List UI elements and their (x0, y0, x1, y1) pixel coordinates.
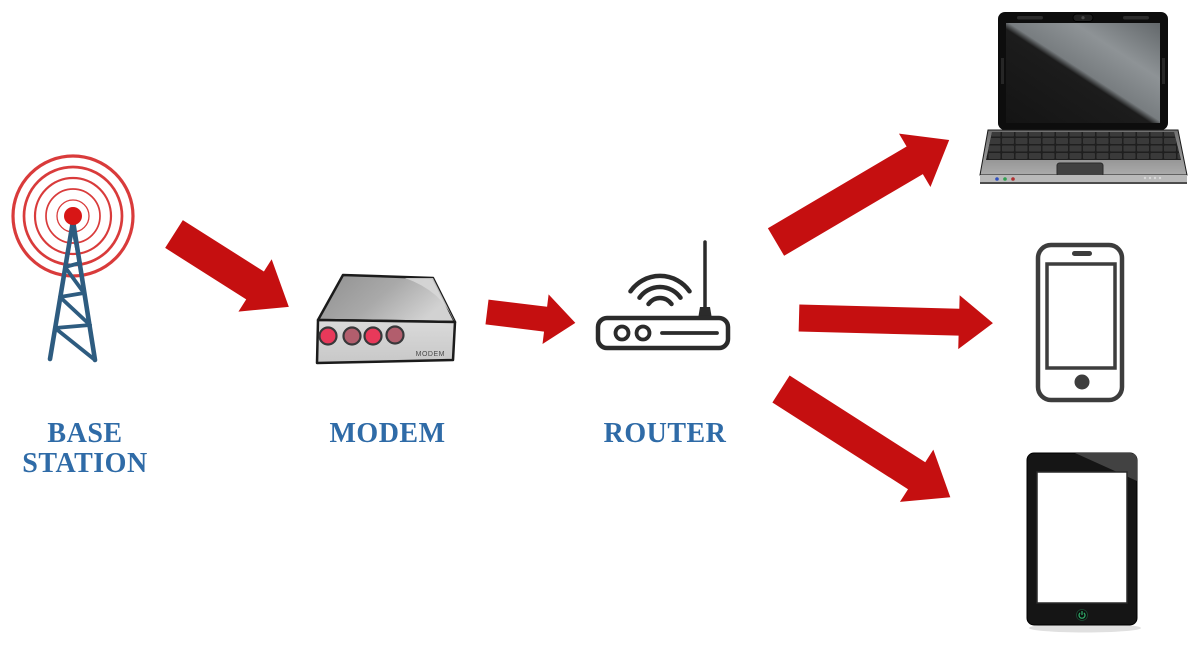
phone-screen (1045, 262, 1117, 370)
laptop-lid-slot-right (1123, 16, 1149, 20)
laptop-bottom-line (980, 182, 1187, 184)
tower-truss (47, 218, 98, 363)
router-indicator-2 (634, 324, 652, 342)
tablet-shadow (1029, 623, 1141, 633)
laptop-trackpad (1056, 162, 1104, 177)
laptop-keys (986, 132, 1181, 160)
phone-home-button (1074, 374, 1090, 390)
laptop-bezel-slot-left (1001, 58, 1004, 84)
tablet-screen (1036, 471, 1128, 604)
arrow-modem-to-router (485, 294, 576, 345)
laptop-status-dots (1143, 176, 1162, 180)
laptop-front-edge (980, 175, 1187, 183)
arrow-router-to-tablet (772, 375, 951, 502)
modem-led-lights (318, 325, 405, 346)
modem-device-text: MODEM (416, 351, 445, 358)
arrow-router-to-smartphone (798, 295, 993, 350)
laptop-icon (979, 12, 1188, 184)
modem-icon: MODEM (315, 273, 457, 365)
antenna-dot-icon (64, 207, 82, 225)
base-station-label: BASE STATION (22, 418, 148, 479)
router-icon (595, 240, 731, 351)
arrow-router-to-laptop (767, 133, 950, 256)
laptop-screen (1006, 23, 1160, 123)
router-body (595, 315, 731, 351)
tablet-icon (1026, 452, 1141, 633)
laptop-lid-slot-left (1017, 16, 1043, 20)
router-wifi-arcs (628, 273, 692, 307)
modem-label: MODEM (329, 418, 446, 449)
power-button-icon (1076, 609, 1088, 621)
phone-speaker (1072, 251, 1092, 256)
cell-tower-icon (11, 154, 135, 363)
laptop-port-lights (995, 177, 1015, 181)
arrow-base-station-to-modem (165, 220, 289, 312)
smartphone-icon (1035, 242, 1125, 403)
laptop-bezel-slot-right (1162, 58, 1165, 84)
modem-top-highlight (405, 278, 455, 322)
router-indicator-1 (613, 324, 631, 342)
webcam-lens (1081, 16, 1085, 20)
router-label: ROUTER (603, 418, 727, 449)
